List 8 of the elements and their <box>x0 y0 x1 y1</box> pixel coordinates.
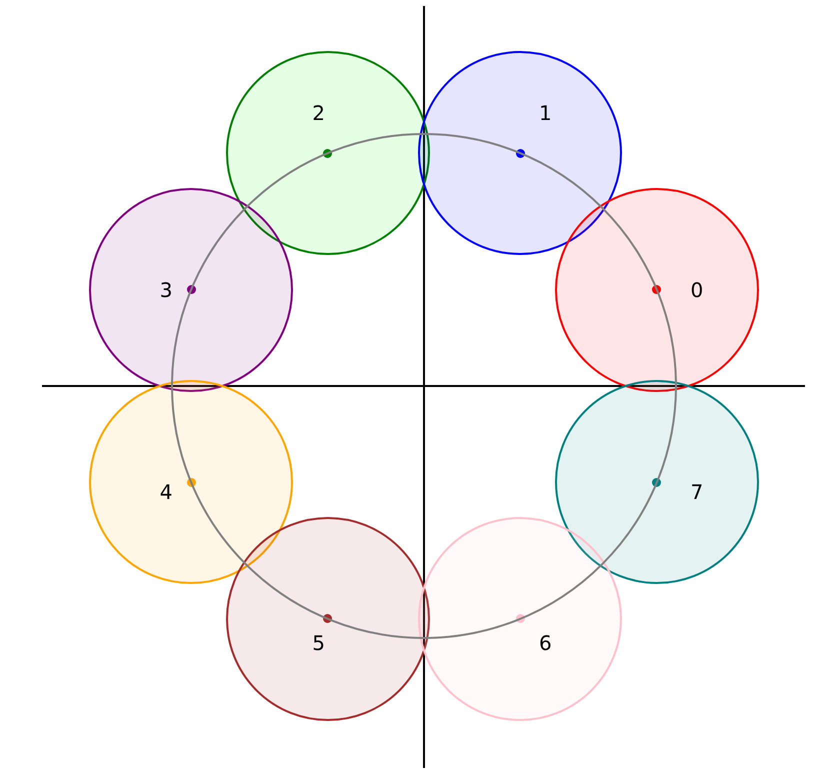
circle-number: 5 <box>312 632 325 653</box>
circle-number: 7 <box>690 482 704 502</box>
circle-number: 1 <box>539 103 552 124</box>
circle-number: 0 <box>690 280 704 300</box>
circle-number: 3 <box>160 280 173 300</box>
circle-number: 4 <box>160 482 173 502</box>
circle-number: 6 <box>539 632 552 653</box>
circle-number: 2 <box>312 103 325 124</box>
